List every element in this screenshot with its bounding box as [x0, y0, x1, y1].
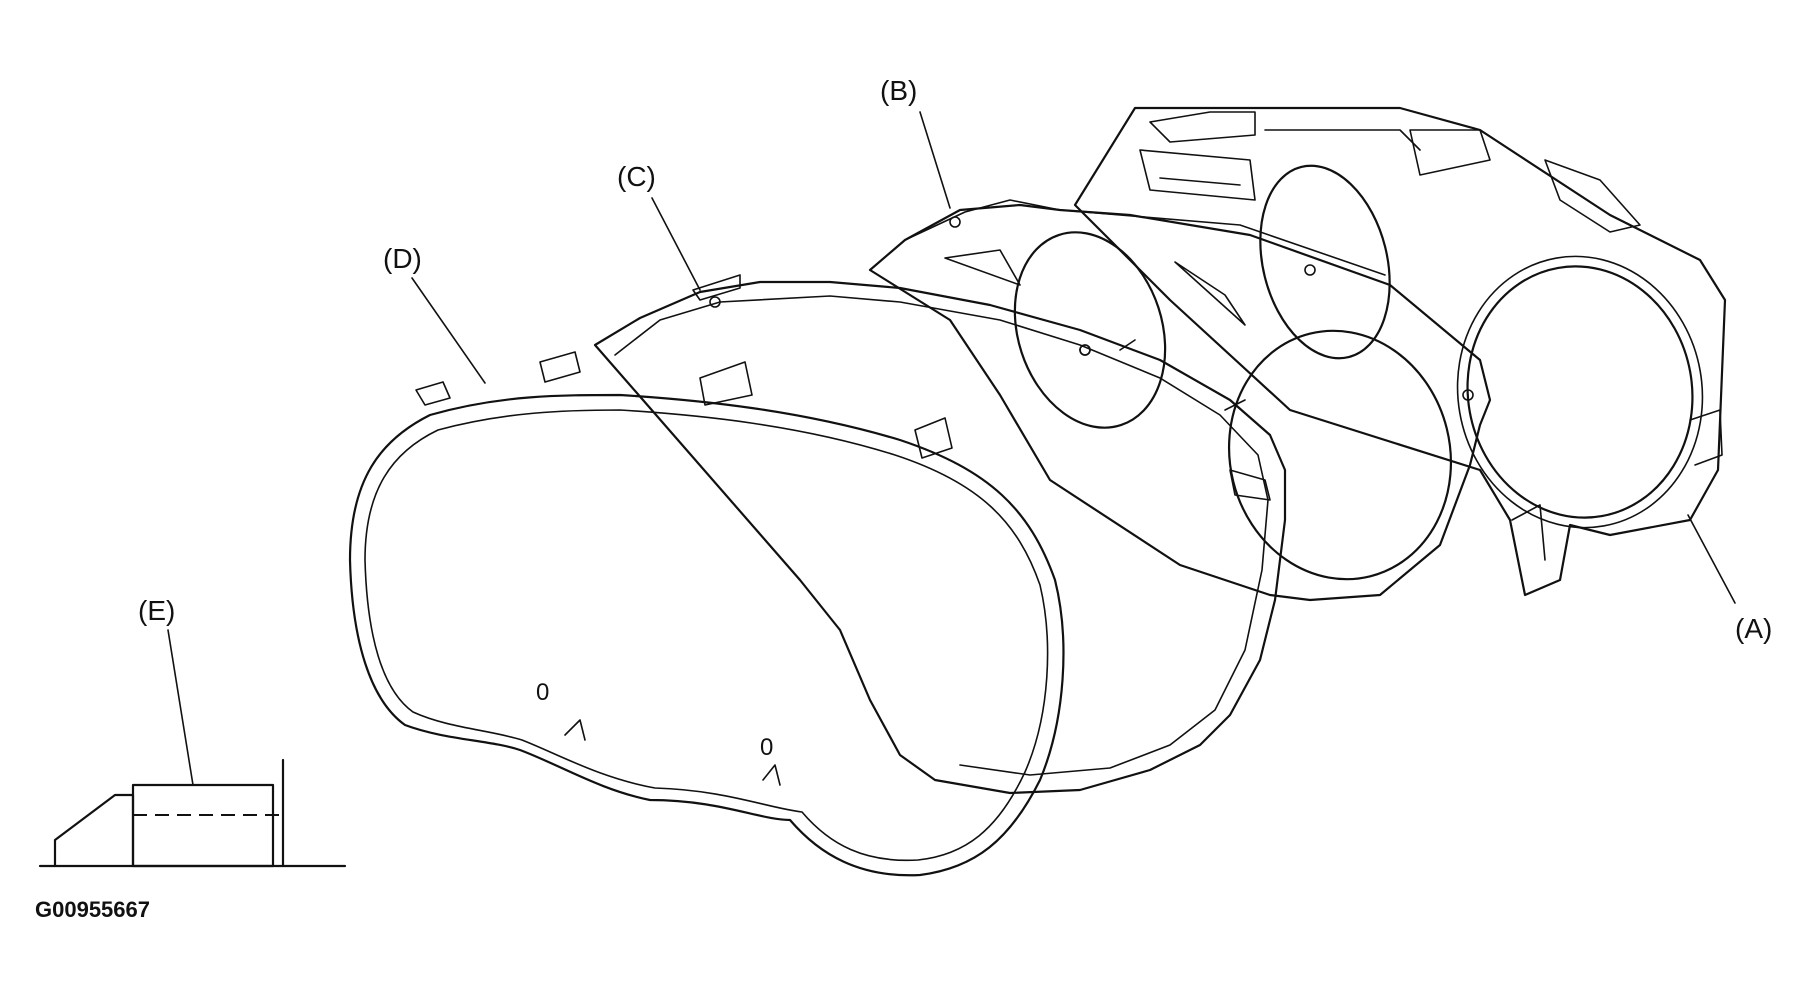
label-e: (E): [138, 595, 175, 626]
part-d-lens: [348, 351, 1065, 877]
part-b-dial-plate: [868, 199, 1492, 602]
leader-a: [1687, 514, 1736, 604]
figure-code: G00955667: [35, 897, 150, 922]
label-c: (C): [617, 161, 656, 192]
part-e-profile-detail: [38, 758, 347, 868]
dial-mark-left: 0: [536, 679, 549, 706]
leader-d: [411, 277, 486, 384]
part-c-bezel: [593, 274, 1287, 795]
leader-c: [651, 197, 701, 291]
label-d: (D): [383, 243, 422, 274]
leader-e: [167, 629, 194, 786]
leader-lines: [167, 111, 1736, 786]
leader-b: [919, 111, 951, 209]
part-a-rear-case: [1073, 106, 1727, 597]
label-a: (A): [1735, 613, 1772, 644]
dial-mark-right: 0: [760, 734, 773, 761]
label-b: (B): [880, 75, 917, 106]
